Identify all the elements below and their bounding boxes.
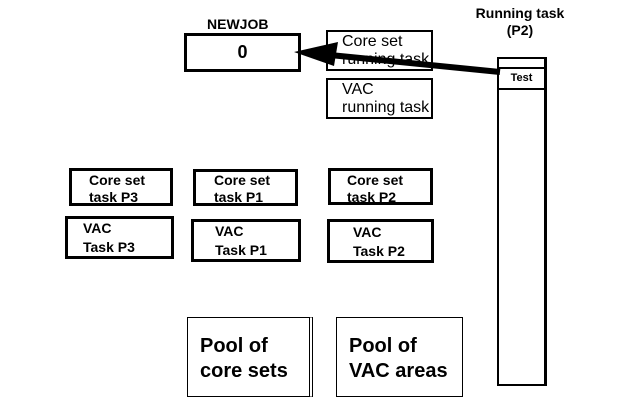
- task-line: task P3: [89, 189, 139, 205]
- running-task-stack: Test: [497, 57, 547, 386]
- newjob-value: 0: [237, 42, 248, 62]
- task-line: VAC: [353, 224, 382, 240]
- task-line: Task P3: [83, 239, 135, 255]
- newjob-label: NEWJOB: [207, 16, 269, 32]
- vac-running-line1: VAC: [342, 81, 374, 98]
- task-line: Core set: [214, 172, 271, 188]
- core-set-task-p3: Core set task P3: [69, 168, 173, 206]
- core-set-running-line1: Core set: [342, 33, 403, 50]
- task-line: VAC: [215, 223, 244, 239]
- task-line: task P2: [347, 189, 397, 205]
- vac-running-task-box: VAC running task: [326, 78, 433, 119]
- task-line: Task P1: [215, 242, 267, 258]
- task-line: task P1: [214, 189, 264, 205]
- running-task-label-line2: (P2): [506, 22, 534, 38]
- vac-task-p2: VAC Task P2: [327, 219, 434, 263]
- arrow-shaft: [329, 52, 501, 75]
- arrow-head: [294, 42, 338, 66]
- running-task-label-line1: Running task: [475, 5, 565, 21]
- vac-task-p3: VAC Task P3: [65, 216, 174, 259]
- core-set-task-p2: Core set task P2: [328, 168, 433, 205]
- running-task-label: Running task (P2): [470, 5, 570, 39]
- task-line: Core set: [89, 172, 146, 188]
- vac-running-line2: running task: [342, 99, 430, 116]
- core-set-task-p1: Core set task P1: [193, 169, 298, 206]
- task-line: VAC: [83, 220, 112, 236]
- stack-entry-test: Test: [499, 67, 544, 90]
- task-line: Task P2: [353, 243, 405, 259]
- vac-task-p1: VAC Task P1: [191, 219, 301, 262]
- task-line: Core set: [347, 172, 404, 188]
